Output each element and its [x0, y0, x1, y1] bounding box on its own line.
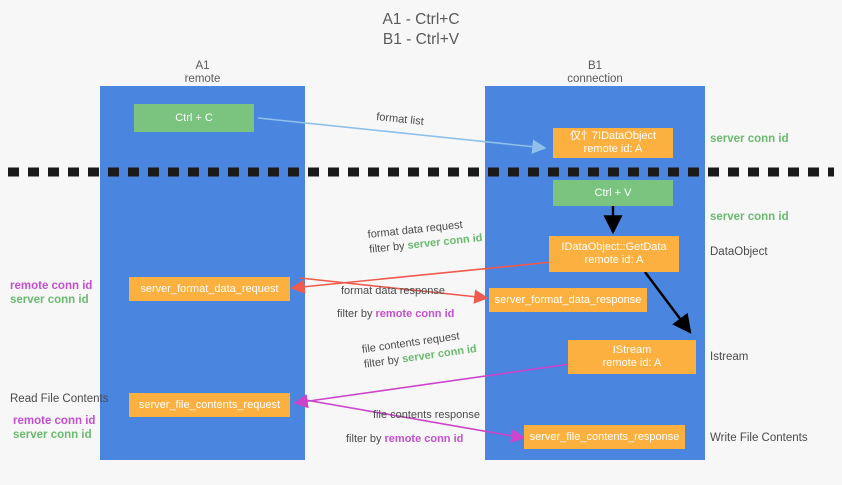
label-dataobject: DataObject: [710, 246, 768, 258]
box-idataobject-getdata[interactable]: IDataObject::GetData remote id: A: [549, 236, 679, 272]
box-ctrl-c[interactable]: Ctrl + C: [134, 104, 254, 132]
box-server-format-data-request[interactable]: server_format_data_request: [129, 277, 290, 301]
column-header-b1: B1 connection: [567, 60, 623, 85]
label-server-conn-id-mid: server conn id: [710, 211, 789, 223]
label-remote-conn-id-2: remote conn id: [13, 415, 96, 427]
caption-line-2: filter by remote conn id: [346, 432, 480, 447]
caption-file-contents-response: file contents response filter by remote …: [346, 408, 481, 447]
page-title: A1 - Ctrl+C B1 - Ctrl+V: [382, 11, 460, 48]
label-server-conn-id-2: server conn id: [13, 429, 92, 441]
label-remote-conn-id-1: remote conn id: [10, 280, 93, 292]
caption-line-1: file contents response: [373, 409, 481, 421]
label-server-conn-id-top: server conn id: [710, 133, 789, 145]
caption-format-data-request: format data request filter by server con…: [367, 216, 483, 258]
caption-filter-by: filter by: [346, 433, 385, 445]
caption-conn-id: remote conn id: [375, 308, 455, 320]
label-istream: Istream: [710, 351, 749, 363]
box-idataobject-top[interactable]: 仅忄7IDataObject remote id: A: [553, 128, 673, 158]
label-server-conn-id-1: server conn id: [10, 294, 89, 306]
box-ctrl-v[interactable]: Ctrl + V: [553, 180, 673, 206]
caption-line-2: filter by remote conn id: [337, 307, 454, 322]
box-server-file-contents-response[interactable]: server_file_contents_response: [524, 425, 685, 449]
caption-filter-by: filter by: [368, 239, 409, 256]
caption-format-list: format list: [375, 110, 425, 128]
label-write-file-contents: Write File Contents: [710, 432, 808, 444]
box-server-format-data-response[interactable]: server_format_data_response: [489, 288, 647, 312]
caption-format-data-response: format data response filter by remote co…: [337, 284, 454, 322]
caption-filter-by: filter by: [363, 353, 404, 371]
column-header-a1: A1 remote: [184, 60, 221, 85]
caption-file-contents-request: file contents request filter by server c…: [361, 327, 478, 373]
caption-filter-by: filter by: [337, 308, 376, 320]
label-read-file-contents: Read File Contents: [10, 393, 109, 405]
caption-line-1: format data response: [341, 285, 445, 297]
caption-conn-id: remote conn id: [384, 433, 464, 445]
box-server-file-contents-request[interactable]: server_file_contents_request: [129, 393, 290, 417]
box-istream[interactable]: IStream remote id: A: [568, 340, 696, 374]
